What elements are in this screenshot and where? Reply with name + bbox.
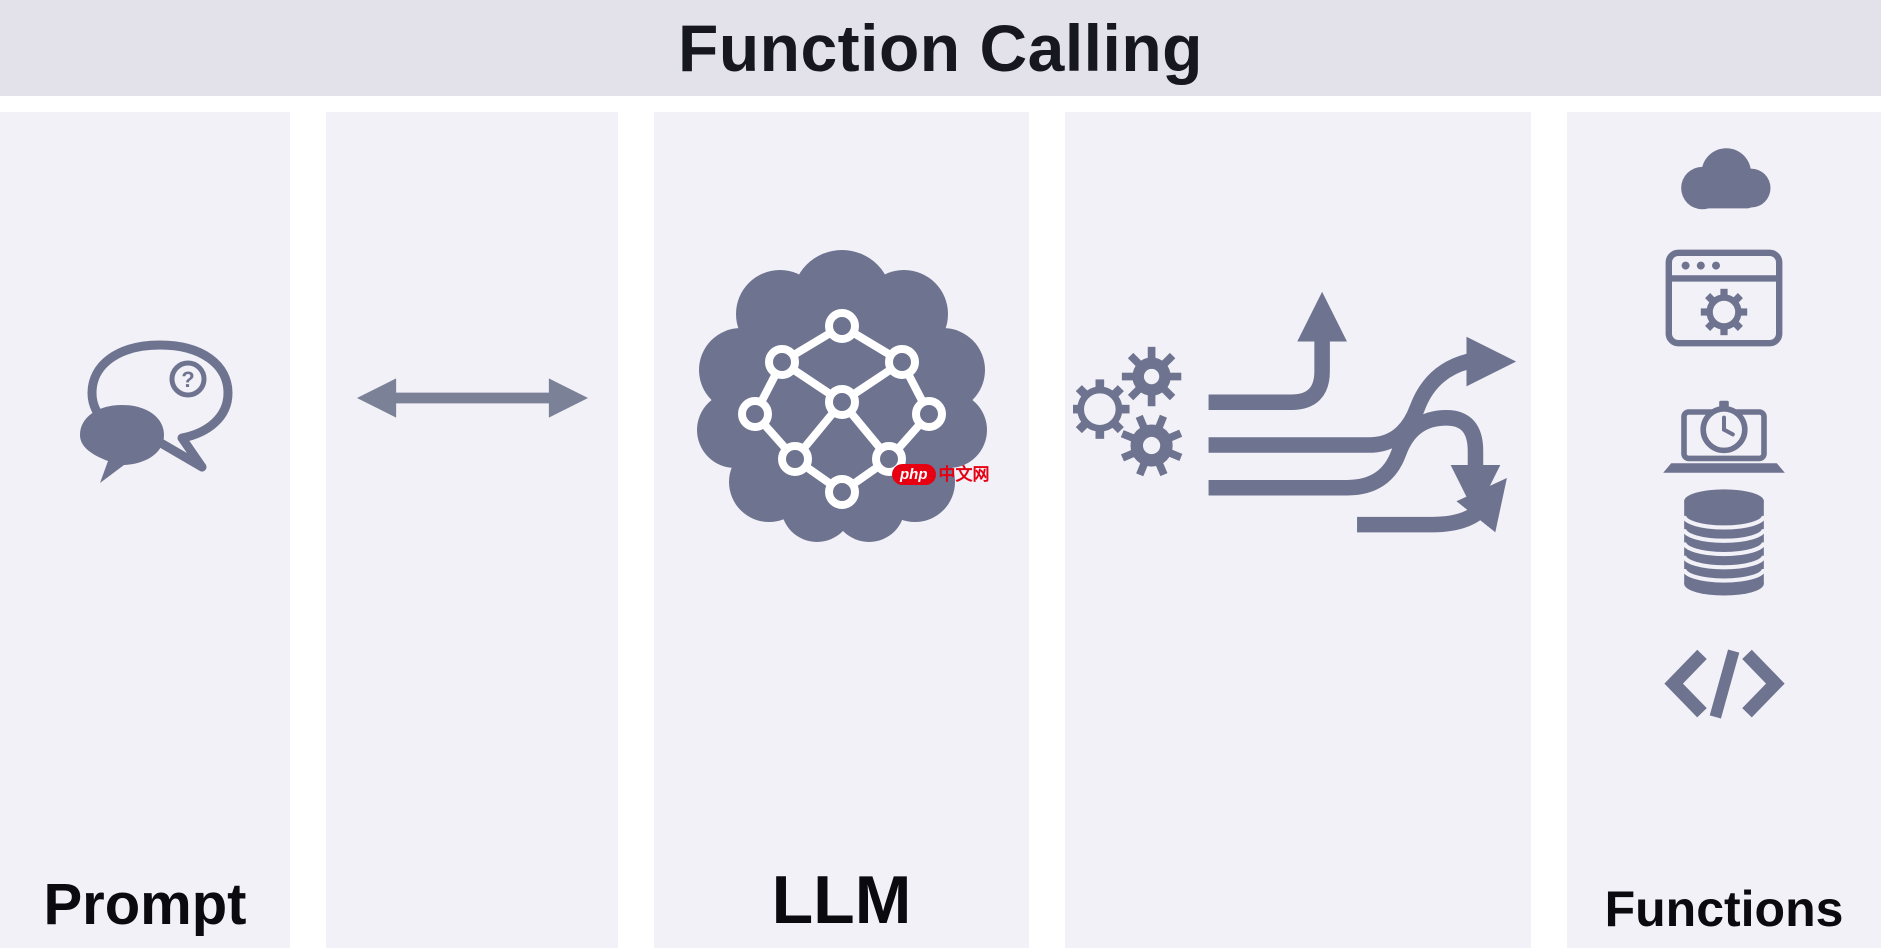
diagram-title: Function Calling (678, 11, 1203, 85)
neural-network-nodes (737, 309, 946, 509)
question-glyph: ? (181, 367, 194, 392)
database-icon (1682, 489, 1766, 596)
gear-outline-left (1072, 379, 1130, 439)
watermark-text: 中文网 (938, 465, 990, 484)
code-brackets-icon (1663, 649, 1785, 719)
panel-functions: Functions (1567, 112, 1881, 948)
cloud-icon (1680, 148, 1770, 210)
gears-icon (1072, 346, 1182, 477)
browser-gear-icon (1665, 249, 1783, 347)
site-watermark: php 中文网 (892, 464, 990, 485)
panel-label-functions: Functions (1604, 881, 1844, 937)
panel-dispatch (1065, 112, 1531, 948)
panel-exchange (326, 112, 618, 948)
panel-label-llm: LLM (771, 862, 912, 938)
brain-network-icon (696, 250, 987, 542)
branching-arrows-icon (1208, 291, 1516, 533)
double-arrow-icon (356, 378, 588, 418)
dispatch-cluster (1072, 262, 1524, 562)
diagram-title-bar: Function Calling (0, 0, 1881, 96)
browser-gear-glyph (1700, 288, 1748, 336)
chat-bubbles-icon: ? (80, 340, 233, 483)
gear-filled-bottom (1120, 414, 1182, 477)
panel-llm: php 中文网 LLM (654, 112, 1029, 948)
panel-label-prompt: Prompt (43, 872, 247, 937)
laptop-stopwatch-icon (1663, 400, 1785, 473)
diagram-body: ? Prompt (0, 112, 1881, 948)
gear-filled-top (1121, 346, 1181, 407)
watermark-badge: php (892, 464, 936, 485)
panel-prompt: ? Prompt (0, 112, 290, 948)
